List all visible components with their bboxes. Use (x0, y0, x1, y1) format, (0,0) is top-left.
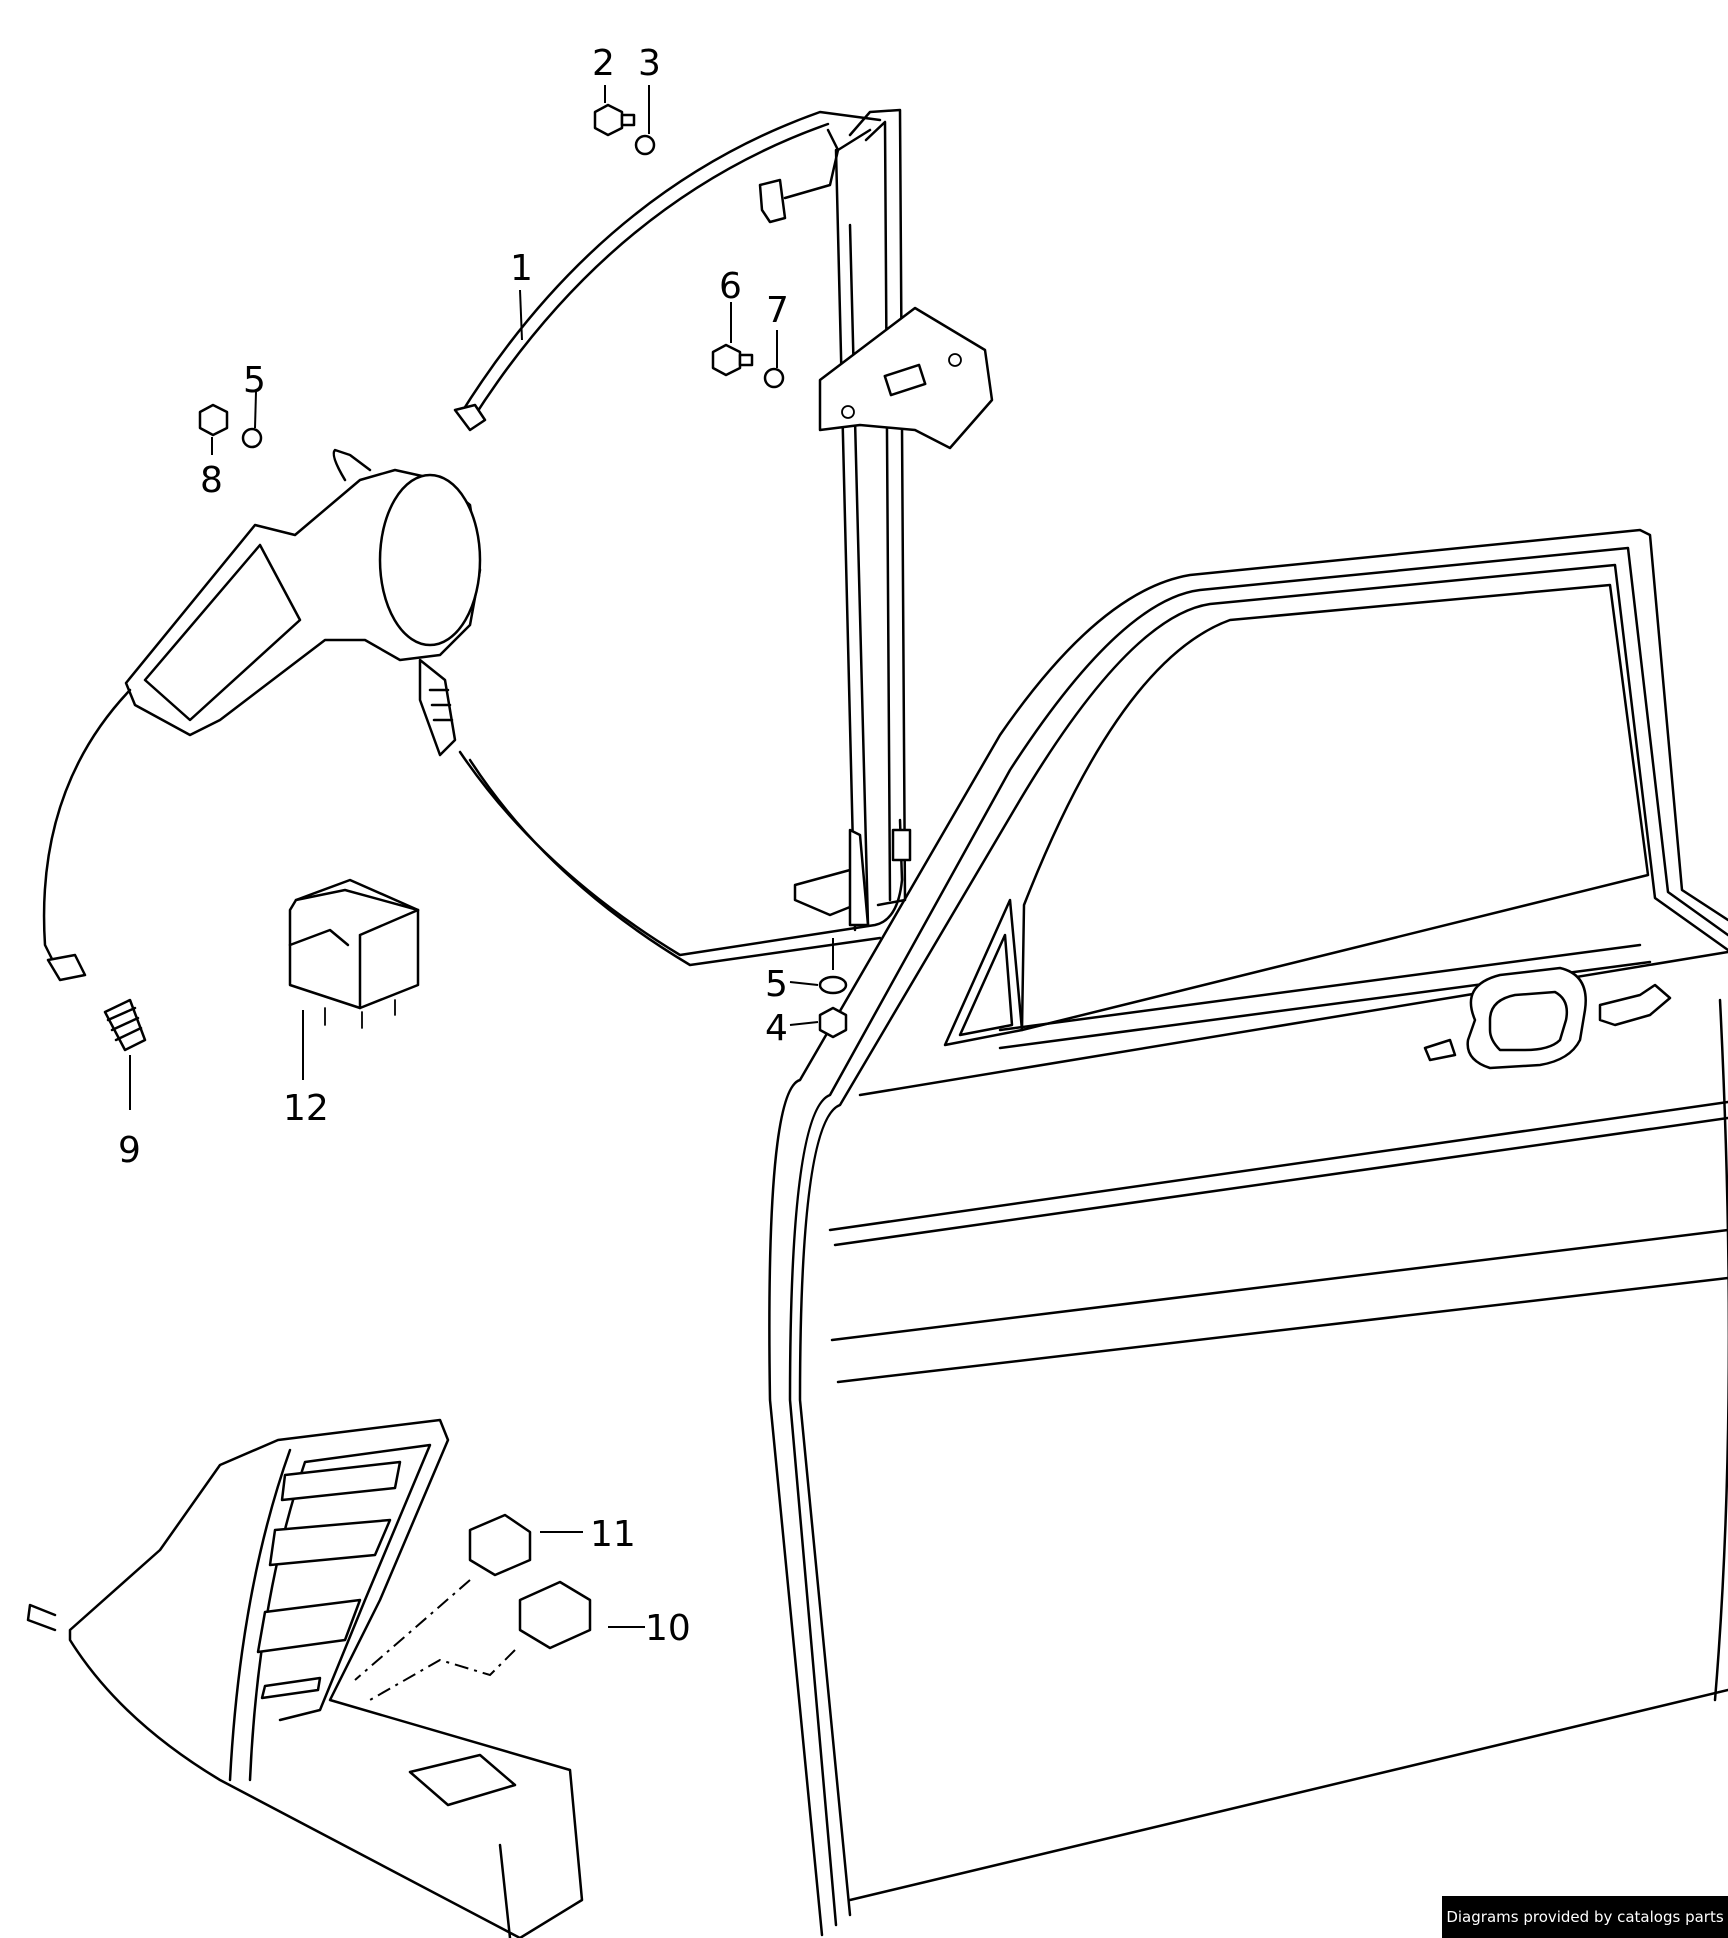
callout-8: 8 (200, 460, 223, 501)
callout-5-bottom: 5 (765, 964, 788, 1005)
callout-4: 4 (765, 1008, 788, 1049)
callout-9: 9 (118, 1130, 141, 1171)
callout-1: 1 (510, 248, 533, 289)
callout-7: 7 (766, 290, 789, 331)
hardware-items (103, 103, 848, 1052)
callout-5-top: 5 (243, 360, 266, 401)
callout-leaders (129, 85, 834, 1628)
callout-11: 11 (590, 1514, 636, 1555)
relay (288, 878, 420, 1029)
regulator-cable (453, 110, 912, 967)
callout-10: 10 (645, 1608, 691, 1649)
regulator-rail (793, 108, 994, 932)
callout-12: 12 (283, 1088, 329, 1129)
callout-2: 2 (592, 43, 615, 84)
callout-labels: 2 3 1 6 7 5 8 5 4 12 9 11 10 (118, 43, 789, 1649)
door-panel (768, 528, 1728, 1937)
callout-3: 3 (638, 43, 661, 84)
callout-6: 6 (719, 266, 742, 307)
window-motor (42, 448, 482, 982)
center-console (26, 1418, 592, 1938)
credit-badge: Diagrams provided by catalogs parts (1442, 1896, 1728, 1938)
